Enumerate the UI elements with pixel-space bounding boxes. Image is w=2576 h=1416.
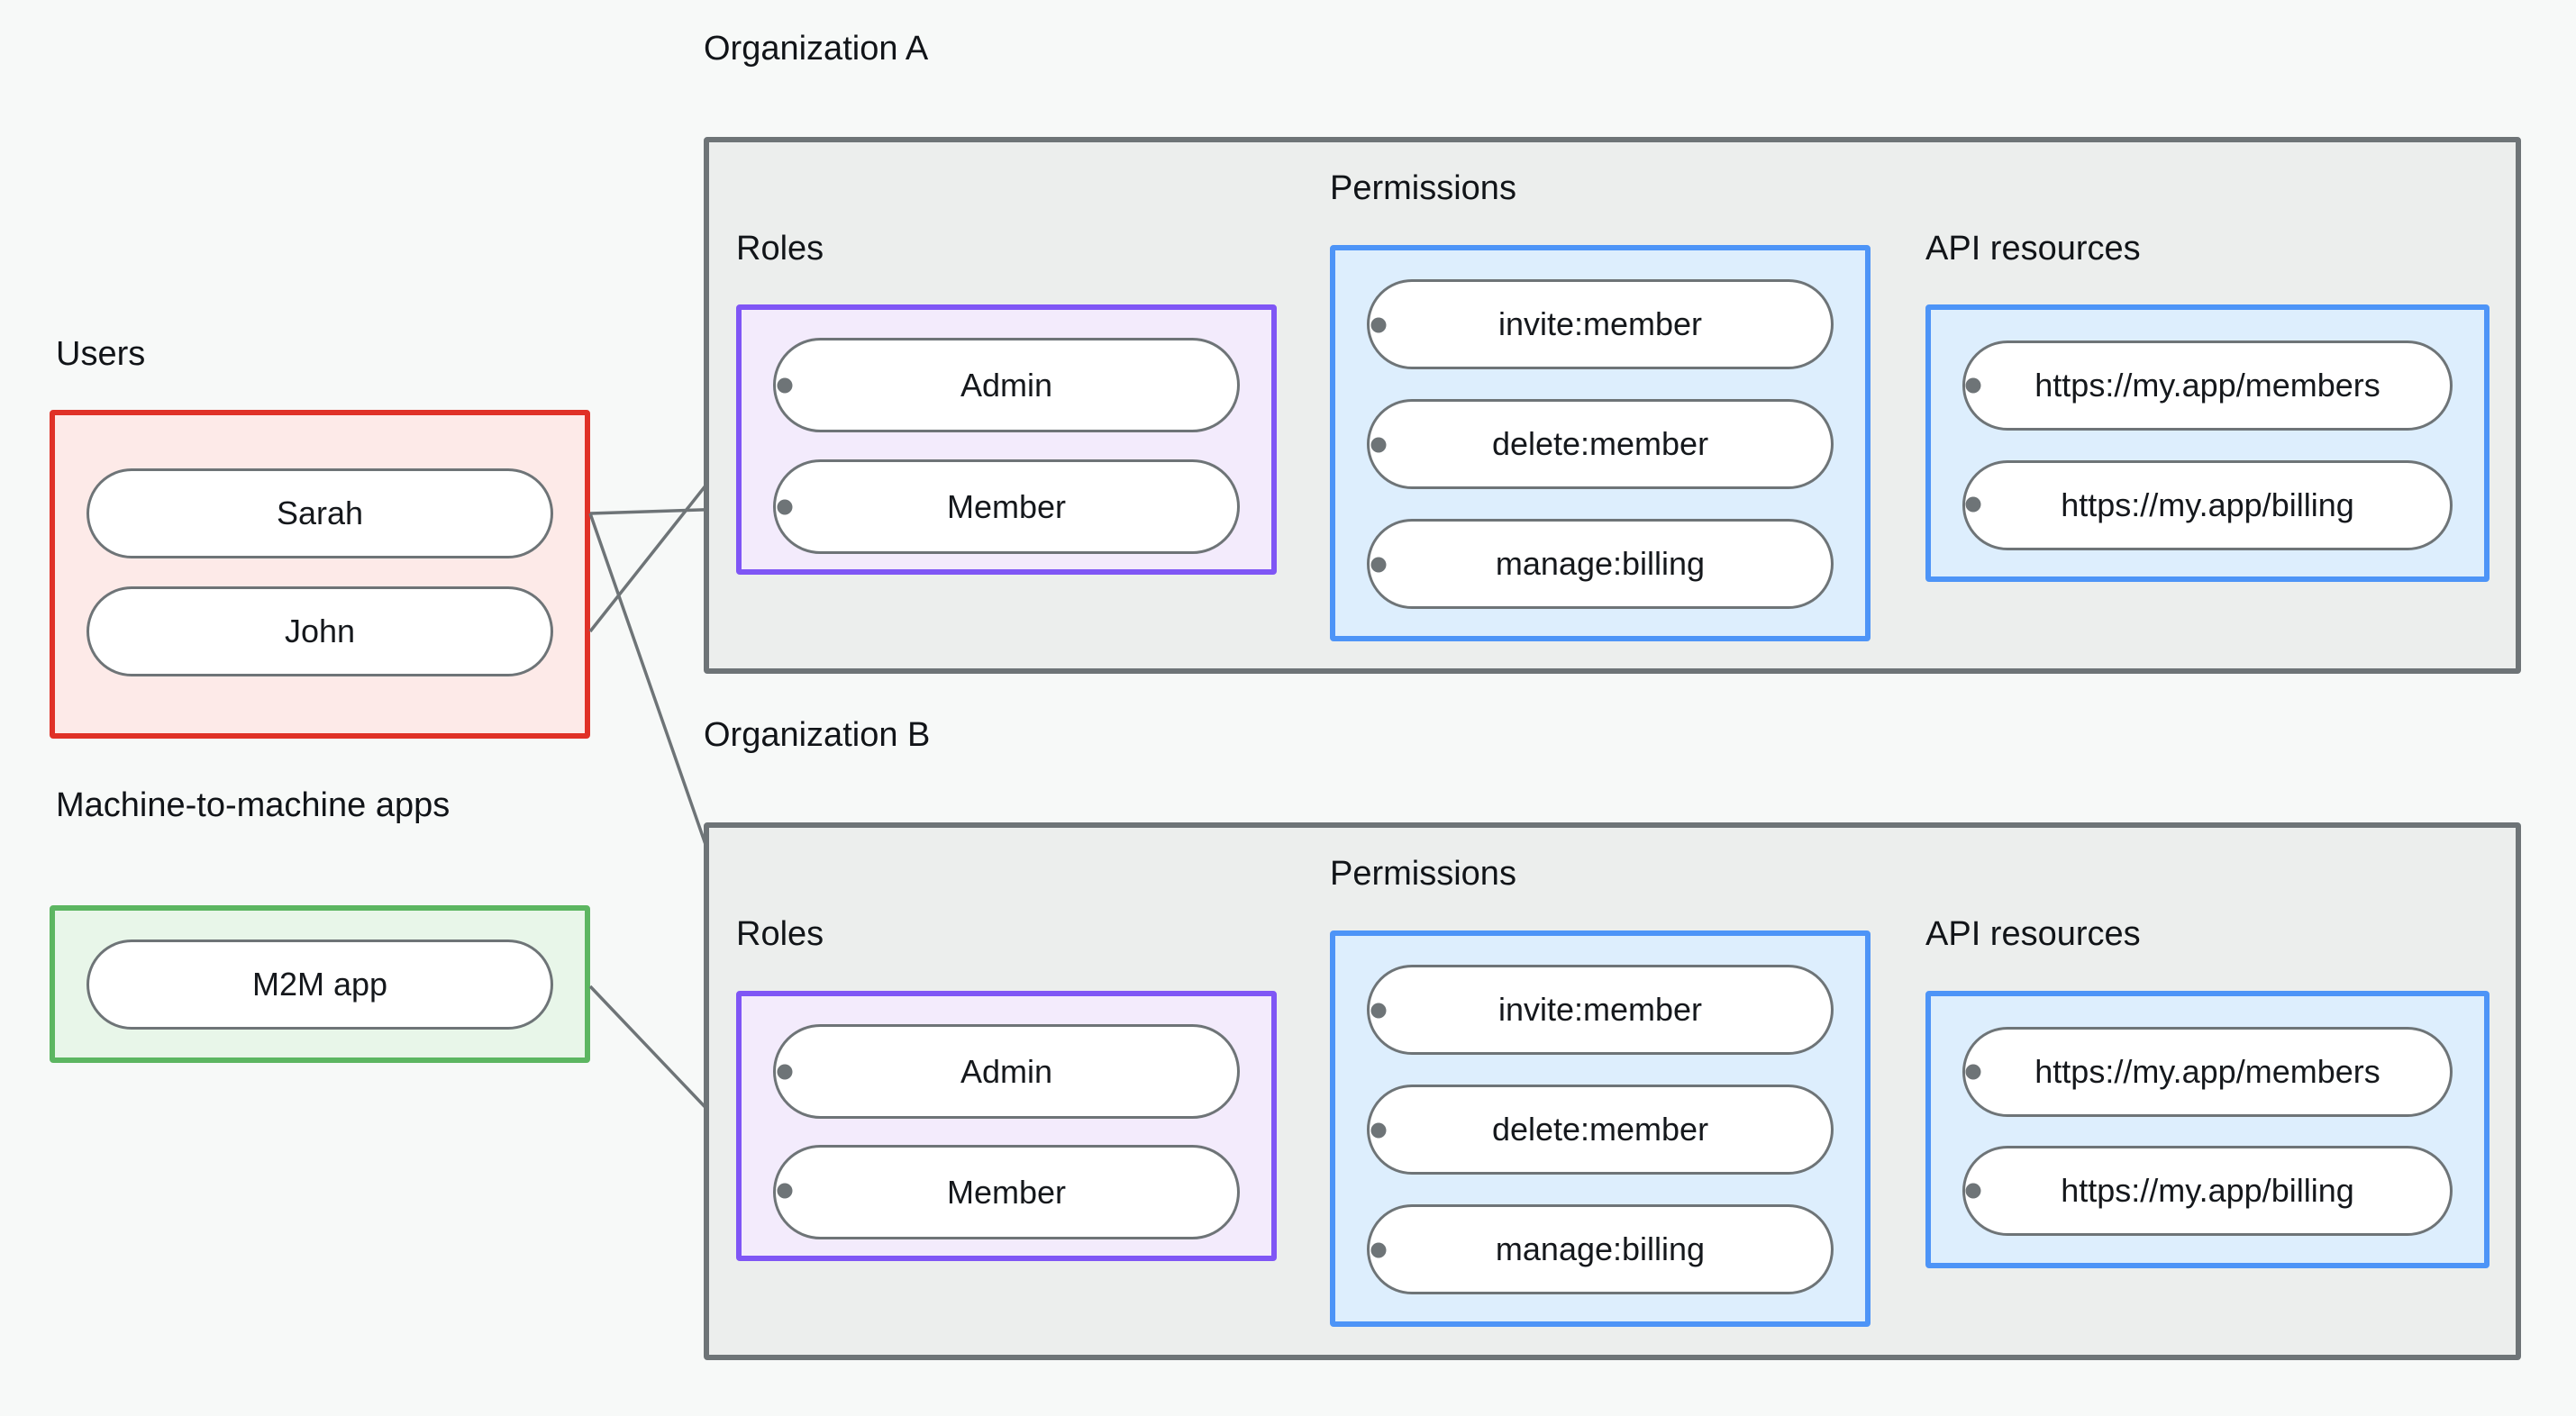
organization-b-title: Organization B: [704, 716, 931, 754]
orgB-permissions-label: Permissions: [1330, 855, 1516, 893]
users-group-label: Users: [56, 335, 146, 373]
user-node-sarah[interactable]: Sarah: [86, 468, 553, 558]
connector-dot: [1965, 496, 1981, 513]
connector-dot: [1370, 437, 1387, 453]
orgA-api-resources-label: API resources: [1925, 230, 2141, 268]
orgB-api-resource-billing[interactable]: https://my.app/billing: [1962, 1146, 2453, 1236]
users-group-box: [50, 410, 590, 739]
orgB-roles-label: Roles: [736, 915, 824, 953]
orgB-api-resources-label: API resources: [1925, 915, 2141, 953]
orgB-permission-manage-billing[interactable]: manage:billing: [1367, 1204, 1834, 1294]
orgA-role-admin[interactable]: Admin: [773, 338, 1240, 432]
connector-dot: [1965, 377, 1981, 394]
orgA-permission-delete-member[interactable]: delete:member: [1367, 399, 1834, 489]
connector-dot: [777, 1183, 793, 1199]
orgA-api-resource-members[interactable]: https://my.app/members: [1962, 340, 2453, 431]
connector-dot: [1965, 1183, 1981, 1199]
orgB-role-member[interactable]: Member: [773, 1145, 1240, 1239]
connector-dot: [777, 499, 793, 515]
connector-dot: [777, 377, 793, 394]
connector-dot: [1370, 1242, 1387, 1258]
orgA-permission-manage-billing[interactable]: manage:billing: [1367, 519, 1834, 609]
organization-a-title: Organization A: [704, 30, 929, 68]
m2m-group-label: Machine-to-machine apps: [56, 786, 451, 824]
orgA-role-member[interactable]: Member: [773, 459, 1240, 554]
orgB-role-admin[interactable]: Admin: [773, 1024, 1240, 1119]
orgB-permission-invite-member[interactable]: invite:member: [1367, 965, 1834, 1055]
connector-dot: [1370, 1122, 1387, 1139]
connector-dot: [1370, 317, 1387, 333]
orgB-permission-delete-member[interactable]: delete:member: [1367, 1085, 1834, 1175]
orgA-permissions-label: Permissions: [1330, 169, 1516, 207]
connector-dot: [1965, 1064, 1981, 1080]
connector-dot: [777, 1064, 793, 1080]
m2m-node-app[interactable]: M2M app: [86, 939, 553, 1030]
user-node-john[interactable]: John: [86, 586, 553, 676]
orgA-permission-invite-member[interactable]: invite:member: [1367, 279, 1834, 369]
orgA-roles-label: Roles: [736, 230, 824, 268]
orgA-api-resource-billing[interactable]: https://my.app/billing: [1962, 460, 2453, 550]
connector-dot: [1370, 557, 1387, 573]
connector-dot: [1370, 1003, 1387, 1019]
orgB-api-resource-members[interactable]: https://my.app/members: [1962, 1027, 2453, 1117]
